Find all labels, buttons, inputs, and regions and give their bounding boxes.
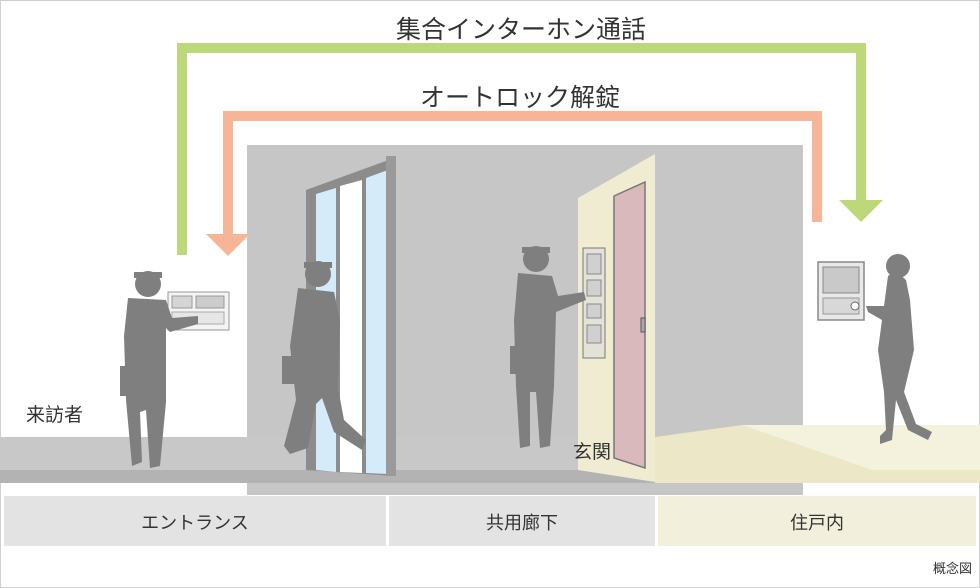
resident-silhouette [866,254,932,444]
visitor-label: 来訪者 [26,404,83,426]
zone-residence-label: 住戸内 [790,513,844,534]
front-door-label: 玄関 [573,441,611,463]
auto-lock-arrowhead [206,234,250,256]
front-door [578,154,655,482]
zone-residence-bg [658,496,976,546]
zone-entrance-label: エントランス [141,513,249,534]
visitor-silhouette-walking [282,261,366,454]
visitor-silhouette-entrance [120,271,198,468]
auto-lock-label: オートロック解錠 [420,83,620,112]
intercom-call-arrowhead [839,200,883,222]
concept-note-label: 概念図 [933,561,972,577]
auto-lock-arrow [223,111,822,234]
floor-edge [0,470,660,483]
intercom-call-label: 集合インターホン通話 [396,15,646,44]
indoor-intercom-monitor [817,261,865,321]
zone-corridor-label: 共用廊下 [486,513,558,534]
zone-corridor-bg [389,496,655,546]
visitor-silhouette-corridor [510,246,586,448]
zone-entrance-bg [4,496,386,546]
intercom-call-arrow [177,43,866,255]
